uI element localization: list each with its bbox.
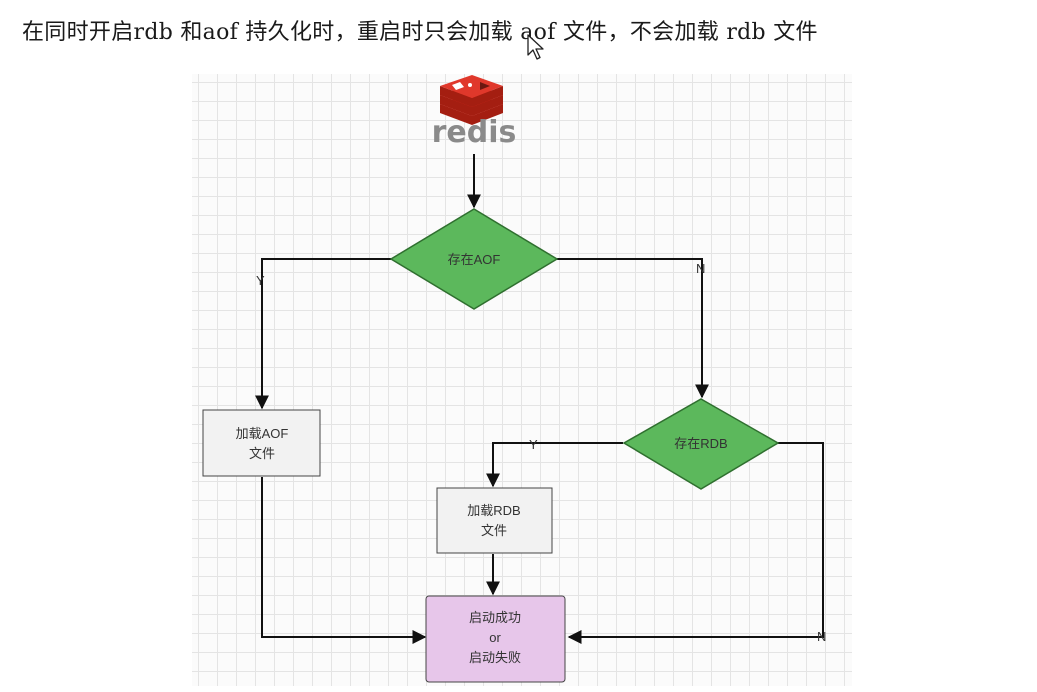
edge-rdb-no	[567, 442, 824, 644]
terminal-result-line1: 启动成功	[469, 610, 521, 625]
redis-logo: redis	[432, 75, 517, 150]
edge-label-rdb-no: N	[817, 629, 826, 644]
edge-aof-yes	[255, 258, 391, 410]
process-load-aof: 加载AOF 文件	[202, 409, 321, 477]
edge-rdb-yes	[486, 442, 623, 488]
decision-check-rdb: 存在RDB	[622, 398, 780, 490]
process-load-aof-line2: 文件	[249, 446, 275, 461]
process-load-aof-box	[202, 409, 321, 477]
process-load-rdb-box	[436, 487, 553, 554]
terminal-result-box	[425, 595, 566, 683]
process-load-aof-line1: 加载AOF	[236, 426, 289, 441]
decision-check-aof-shape	[389, 208, 559, 310]
redis-logo-text: redis	[432, 115, 517, 150]
mouse-cursor-icon	[527, 34, 544, 60]
decision-check-rdb-label: 存在RDB	[674, 436, 727, 451]
terminal-result-line2: or	[489, 630, 501, 645]
redis-cube-icon	[440, 75, 503, 125]
decision-check-rdb-shape	[622, 398, 780, 490]
terminal-result-line3: 启动失败	[469, 650, 521, 665]
edge-aof-no	[557, 258, 709, 399]
process-load-rdb-line2: 文件	[481, 523, 507, 538]
decision-check-aof: 存在AOF	[389, 208, 559, 310]
edge-load-aof-to-result	[261, 477, 427, 644]
flowchart-canvas	[192, 74, 852, 686]
process-load-rdb: 加载RDB 文件	[436, 487, 553, 554]
process-load-rdb-line1: 加载RDB	[467, 503, 520, 518]
edge-label-aof-no: N	[696, 261, 705, 276]
terminal-result: 启动成功 or 启动失败	[425, 595, 566, 683]
edge-label-aof-yes: Y	[256, 273, 265, 288]
page-heading: 在同时开启rdb 和aof 持久化时，重启时只会加载 aof 文件，不会加载 r…	[22, 20, 818, 45]
decision-check-aof-label: 存在AOF	[448, 252, 501, 267]
edge-label-rdb-yes: Y	[529, 437, 538, 452]
edges	[255, 154, 824, 644]
